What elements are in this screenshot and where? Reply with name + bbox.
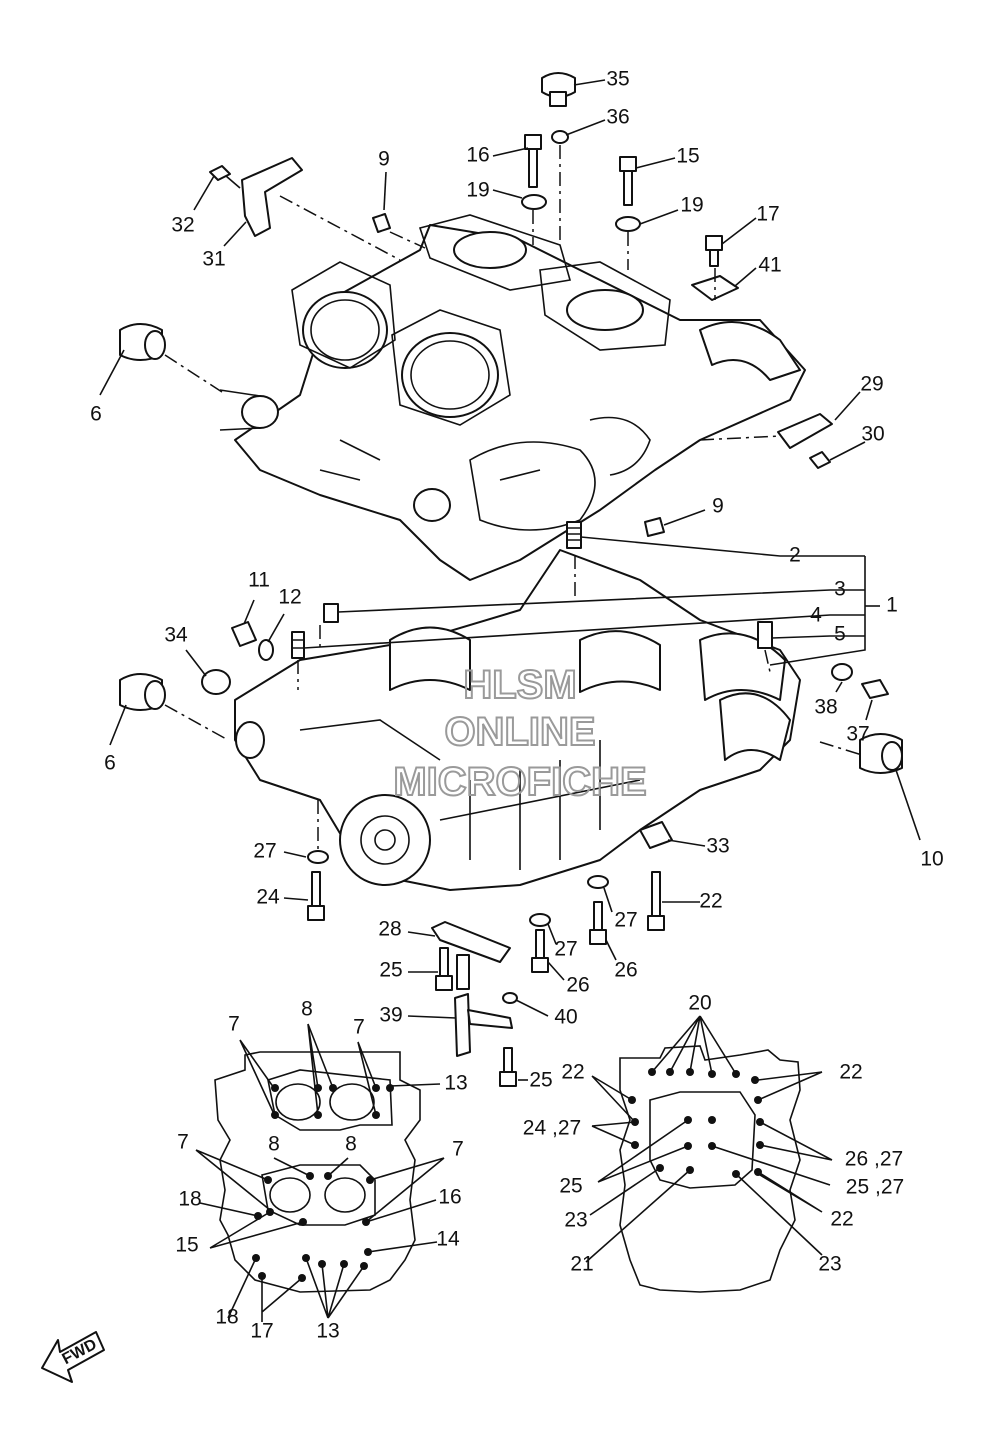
part-number-label: 9 (712, 495, 724, 518)
part-number-label: 6 (90, 403, 102, 426)
part-number-label: 1 (886, 594, 898, 617)
leader-lines (99, 79, 921, 1081)
part-number-label: 27 (253, 840, 276, 863)
part-number-label: 7 (353, 1016, 365, 1039)
part-number-label: 18 (178, 1188, 201, 1211)
part-number-label: 17 (250, 1320, 273, 1343)
part-number-label: 7 (177, 1131, 189, 1154)
watermark-line-1: HLSM (463, 663, 576, 707)
part-number-label: 19 (680, 194, 703, 217)
part-number-label: 26 (614, 959, 637, 982)
part-number-label: 16 (466, 144, 489, 167)
part-number-label: 30 (861, 423, 884, 446)
lower-crankcase (234, 549, 801, 891)
part-number-label: 9 (378, 148, 390, 171)
watermark-line-2: ONLINE (444, 710, 595, 754)
part-number-label: 19 (466, 179, 489, 202)
part-number-label: 17 (756, 203, 779, 226)
part-number-label: 25 (529, 1069, 552, 1092)
part-number-label: 24 ,27 (523, 1117, 581, 1140)
part-number-label: 39 (379, 1004, 402, 1027)
part-number-label: 13 (444, 1072, 467, 1095)
lower-case-bolt-pattern (585, 1015, 833, 1293)
upper-case-bolt-pattern (195, 1023, 445, 1322)
part-number-label: 22 (561, 1061, 584, 1084)
part-number-label: 23 (818, 1253, 841, 1276)
part-number-label: 28 (378, 918, 401, 941)
part-number-label: 8 (268, 1133, 280, 1156)
part-number-label: 7 (228, 1013, 240, 1036)
part-number-label: 33 (706, 835, 729, 858)
part-number-label: 7 (452, 1138, 464, 1161)
part-number-label: 21 (570, 1253, 593, 1276)
part-number-label: 32 (171, 214, 194, 237)
part-number-label: 40 (554, 1006, 577, 1029)
fwd-arrow-icon: FWD (41, 1331, 105, 1383)
part-number-label: 16 (438, 1186, 461, 1209)
part-number-label: 27 (614, 909, 637, 932)
part-number-label: 5 (834, 623, 846, 646)
part-number-label: 15 (676, 145, 699, 168)
part-number-label: 11 (248, 569, 270, 592)
part-number-label: 26 (566, 974, 589, 997)
part-number-label: 10 (920, 848, 943, 871)
part-number-label: 18 (215, 1306, 238, 1329)
part-number-label: 22 (830, 1208, 853, 1231)
part-number-label: 27 (554, 938, 577, 961)
part-number-label: 29 (860, 373, 883, 396)
watermark-line-3: MICROFICHE (393, 760, 646, 804)
small-parts (119, 72, 903, 1087)
part-number-label: 24 (256, 886, 280, 909)
part-number-label: 25 (559, 1175, 582, 1198)
part-number-label: 3 (834, 578, 846, 601)
part-number-label: 23 (564, 1209, 587, 1232)
part-number-label: 15 (175, 1234, 198, 1257)
part-number-label: 34 (164, 624, 188, 647)
part-number-label: 13 (316, 1320, 339, 1343)
part-number-label: 35 (606, 68, 629, 91)
watermark: HLSM ONLINE MICROFICHE (392, 662, 647, 805)
part-number-label: 31 (202, 248, 225, 271)
part-number-label: 2 (789, 544, 801, 567)
part-number-label: 38 (814, 696, 837, 719)
part-number-label: 20 (688, 992, 711, 1015)
part-number-label: 22 (699, 890, 722, 913)
part-number-label: 22 (839, 1061, 862, 1084)
part-number-label: 36 (606, 106, 629, 129)
upper-crankcase (219, 214, 806, 581)
part-number-label: 4 (810, 604, 822, 627)
part-number-label: 25 (379, 959, 402, 982)
part-number-label: 12 (278, 586, 301, 609)
part-number-label: 14 (436, 1228, 460, 1251)
part-number-label: 25 ,27 (846, 1176, 904, 1199)
part-number-label: 8 (345, 1133, 357, 1156)
part-number-label: 41 (758, 254, 781, 277)
part-number-label: 6 (104, 752, 116, 775)
part-number-label: 8 (301, 998, 313, 1021)
part-number-label: 37 (846, 723, 869, 746)
part-number-label: 26 ,27 (845, 1148, 903, 1171)
